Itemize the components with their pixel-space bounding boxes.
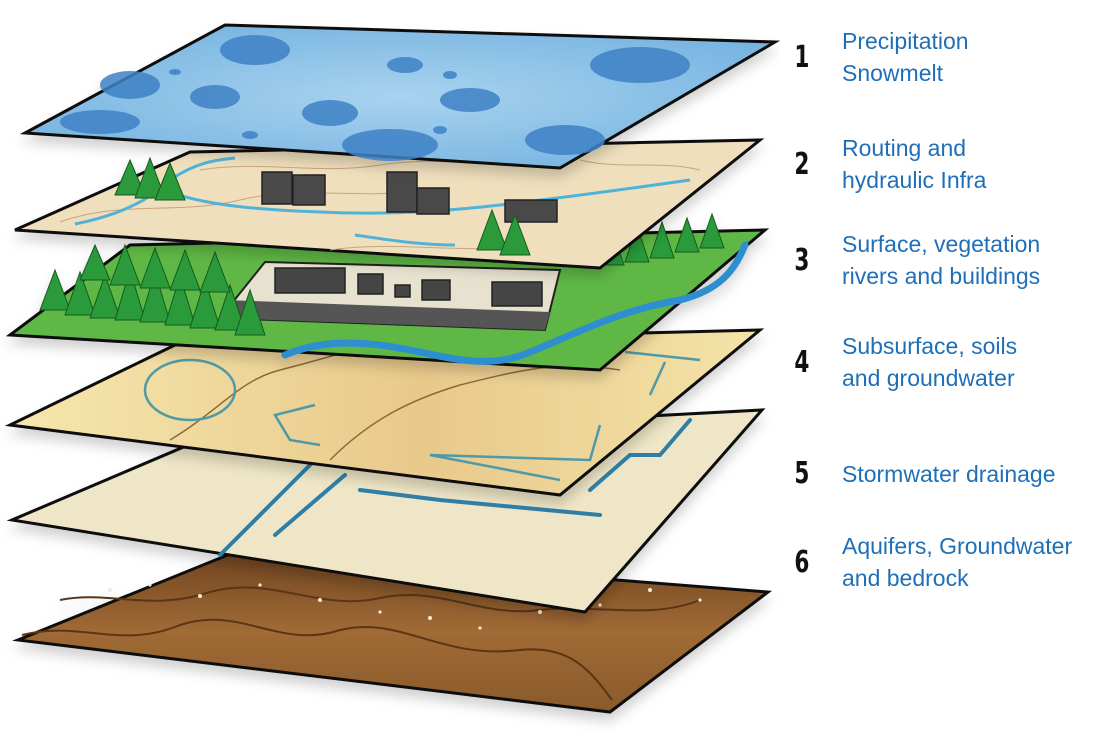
forest-trees (39, 212, 725, 336)
routing-trees (114, 156, 531, 256)
legend-label: Subsurface, soils and groundwater (842, 330, 1017, 394)
legend-item-4: 4 Subsurface, soils and groundwater (790, 330, 1017, 394)
legend-label-line: Stormwater drainage (842, 460, 1056, 487)
layer-legend: 1 Precipitation Snowmelt 2 Routing and h… (790, 0, 1095, 736)
layer-2-routing (14, 138, 765, 270)
legend-label-line: Snowmelt (842, 60, 943, 86)
rain-blobs (60, 35, 690, 161)
legend-item-3: 3 Surface, vegetation rivers and buildin… (790, 228, 1040, 292)
infra-buildings (261, 171, 558, 223)
legend-label-line: hydraulic Infra (842, 167, 987, 193)
legend-number: 5 (794, 456, 810, 491)
legend-label-line: Precipitation (842, 28, 969, 54)
legend-number: 6 (794, 544, 810, 580)
road (220, 300, 550, 330)
legend-label-line: and groundwater (842, 365, 1015, 391)
layer-1-precipitation (19, 23, 780, 170)
layer-6-strata (21, 618, 613, 701)
legend-item-1: 1 Precipitation Snowmelt (790, 25, 969, 89)
legend-label-line: Aquifers, Groundwater (842, 533, 1073, 559)
legend-label-line: Subsurface, soils (842, 333, 1018, 359)
gravel-dots (108, 583, 702, 630)
legend-label: Aquifers, Groundwater and bedrock (842, 530, 1072, 594)
groundwater-flow-arrows (143, 350, 701, 482)
drainage-arrows (218, 418, 692, 557)
legend-label: Stormwater drainage (842, 458, 1056, 490)
legend-label: Surface, vegetation rivers and buildings (842, 228, 1040, 292)
legend-item-5: 5 Stormwater drainage (790, 456, 1056, 491)
legend-label-line: and bedrock (842, 565, 969, 591)
legend-label-line: Surface, vegetation (842, 231, 1041, 257)
legend-label-line: rivers and buildings (842, 263, 1041, 289)
river (281, 241, 749, 365)
legend-number: 2 (794, 146, 810, 182)
legend-item-2: 2 Routing and hydraulic Infra (790, 132, 986, 196)
legend-number: 3 (794, 242, 810, 278)
legend-number: 4 (794, 344, 810, 380)
legend-number: 1 (794, 39, 810, 75)
legend-label-line: Routing and (842, 135, 967, 161)
layer-stack-illustration (4, 23, 780, 714)
legend-item-6: 6 Aquifers, Groundwater and bedrock (790, 530, 1072, 594)
legend-label: Precipitation Snowmelt (842, 25, 969, 89)
legend-label: Routing and hydraulic Infra (842, 132, 986, 196)
surface-buildings (274, 267, 543, 307)
